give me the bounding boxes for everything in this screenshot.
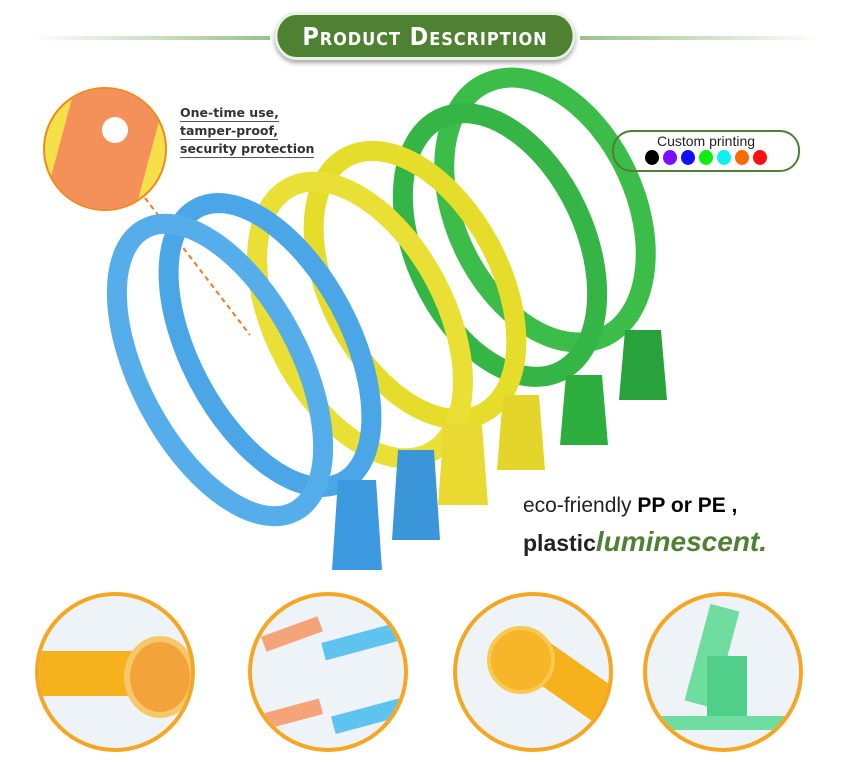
custom-printing-box: Custom printing — [612, 130, 800, 172]
custom-printing-label: Custom printing — [656, 133, 756, 149]
detail-photo-4 — [643, 592, 803, 752]
color-swatch — [699, 150, 713, 165]
product-illustration — [43, 67, 667, 570]
material-prefix: eco-friendly — [523, 494, 632, 517]
color-swatches — [614, 150, 798, 165]
page-title: Product Description — [274, 12, 576, 60]
seal-locks — [332, 330, 667, 570]
inset-detail-circle — [43, 87, 167, 211]
header-rule-left — [30, 36, 270, 40]
material-type: PP or PE , — [637, 494, 738, 517]
detail-photo-1 — [35, 592, 195, 752]
blue-band-front — [106, 213, 334, 527]
green-band-front — [392, 103, 608, 387]
callout-line: security protection — [180, 141, 315, 158]
material-line-1: eco-friendly PP or PE , — [523, 494, 737, 518]
detail-photo-2 — [248, 592, 408, 752]
color-swatch — [663, 150, 677, 165]
luminescent-label: luminescent. — [595, 526, 768, 557]
callout-text: One-time use, tamper-proof, security pro… — [180, 104, 315, 158]
material-line-2: plasticluminescent. — [523, 526, 767, 558]
color-swatch — [735, 150, 749, 165]
green-band-back — [434, 67, 656, 353]
plastic-label: plastic — [523, 530, 596, 556]
color-swatch — [681, 150, 695, 165]
detail-photo-3 — [453, 592, 613, 752]
color-swatch — [645, 150, 659, 165]
color-swatch — [717, 150, 731, 165]
color-swatch — [753, 150, 767, 165]
callout-line: tamper-proof, — [180, 123, 279, 140]
callout-line: One-time use, — [180, 105, 279, 122]
